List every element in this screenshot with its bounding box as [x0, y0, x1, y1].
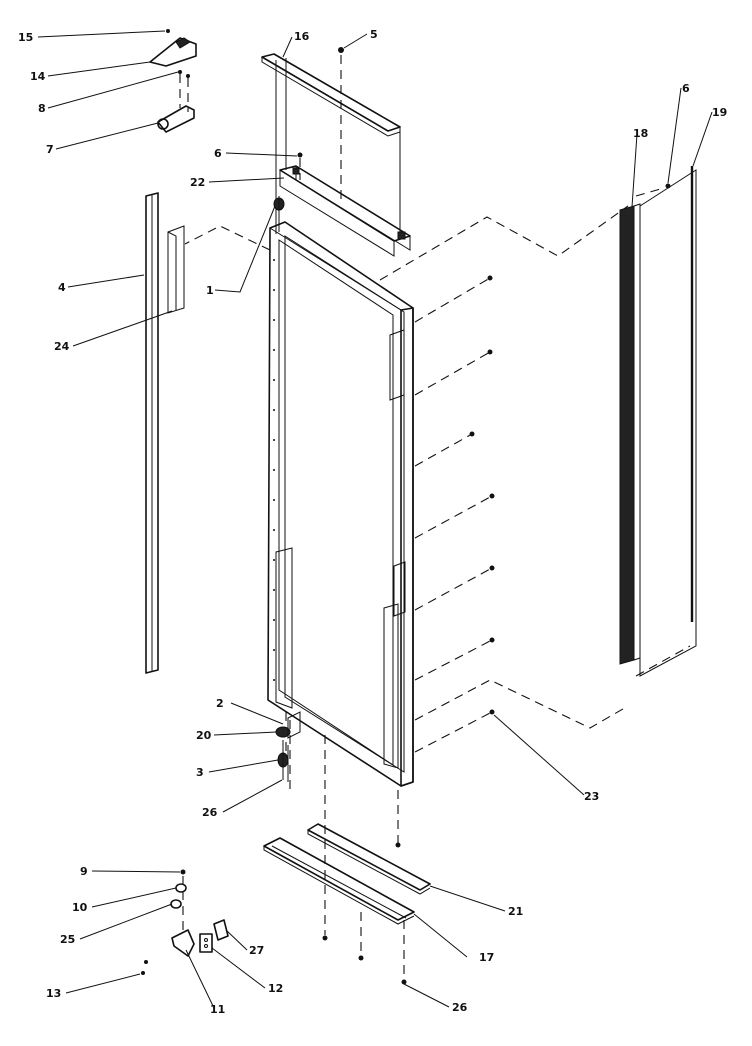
callout-12: 12	[268, 982, 283, 995]
callout-19: 19	[712, 106, 727, 119]
callout-10: 10	[72, 901, 88, 914]
bottom-rail-17	[263, 837, 415, 925]
callout-8: 8	[38, 102, 46, 115]
top-rail	[261, 53, 401, 137]
door-panel	[267, 221, 414, 787]
top-hinge-cover	[149, 37, 197, 67]
callout-26-left: 26	[202, 806, 218, 819]
callout-17: 17	[479, 951, 494, 964]
upper-hinge-pin	[273, 196, 285, 232]
left-gasket-strip	[145, 192, 159, 674]
callout-9: 9	[80, 865, 88, 878]
bottom-rail-21	[307, 823, 431, 895]
callout-15: 15	[18, 31, 33, 44]
bottom-hinge-parts	[170, 876, 229, 957]
callout-3: 3	[196, 766, 204, 779]
leader-lines	[37, 30, 713, 1009]
callout-2: 2	[216, 697, 224, 710]
callout-4: 4	[58, 281, 66, 294]
callout-23: 23	[584, 790, 599, 803]
callout-5: 5	[370, 28, 378, 41]
screws	[141, 29, 671, 985]
callout-22: 22	[190, 176, 205, 189]
right-strip-19	[639, 166, 697, 677]
callout-25: 25	[60, 933, 75, 946]
left-bracket	[167, 225, 185, 314]
callout-14: 14	[30, 70, 46, 83]
lower-hinge-parts	[275, 711, 301, 782]
callout-16: 16	[294, 30, 310, 43]
callout-11: 11	[210, 1003, 225, 1016]
top-hinge	[157, 74, 195, 133]
callout-labels: 15 14 8 7 16 5 6 22 1 4 24 6 18 19 2 20 …	[18, 28, 727, 1016]
assembly-guide-lines	[184, 55, 691, 980]
callout-26-bottom: 26	[452, 1001, 468, 1014]
callout-6-right: 6	[682, 82, 690, 95]
callout-7: 7	[46, 143, 54, 156]
callout-6-top: 6	[214, 147, 222, 160]
callout-1: 1	[206, 284, 214, 297]
callout-24: 24	[54, 340, 70, 353]
callout-27: 27	[249, 944, 264, 957]
callout-18: 18	[633, 127, 648, 140]
callout-13: 13	[46, 987, 61, 1000]
callout-20: 20	[196, 729, 212, 742]
callout-21: 21	[508, 905, 523, 918]
right-strip-18	[619, 203, 641, 665]
